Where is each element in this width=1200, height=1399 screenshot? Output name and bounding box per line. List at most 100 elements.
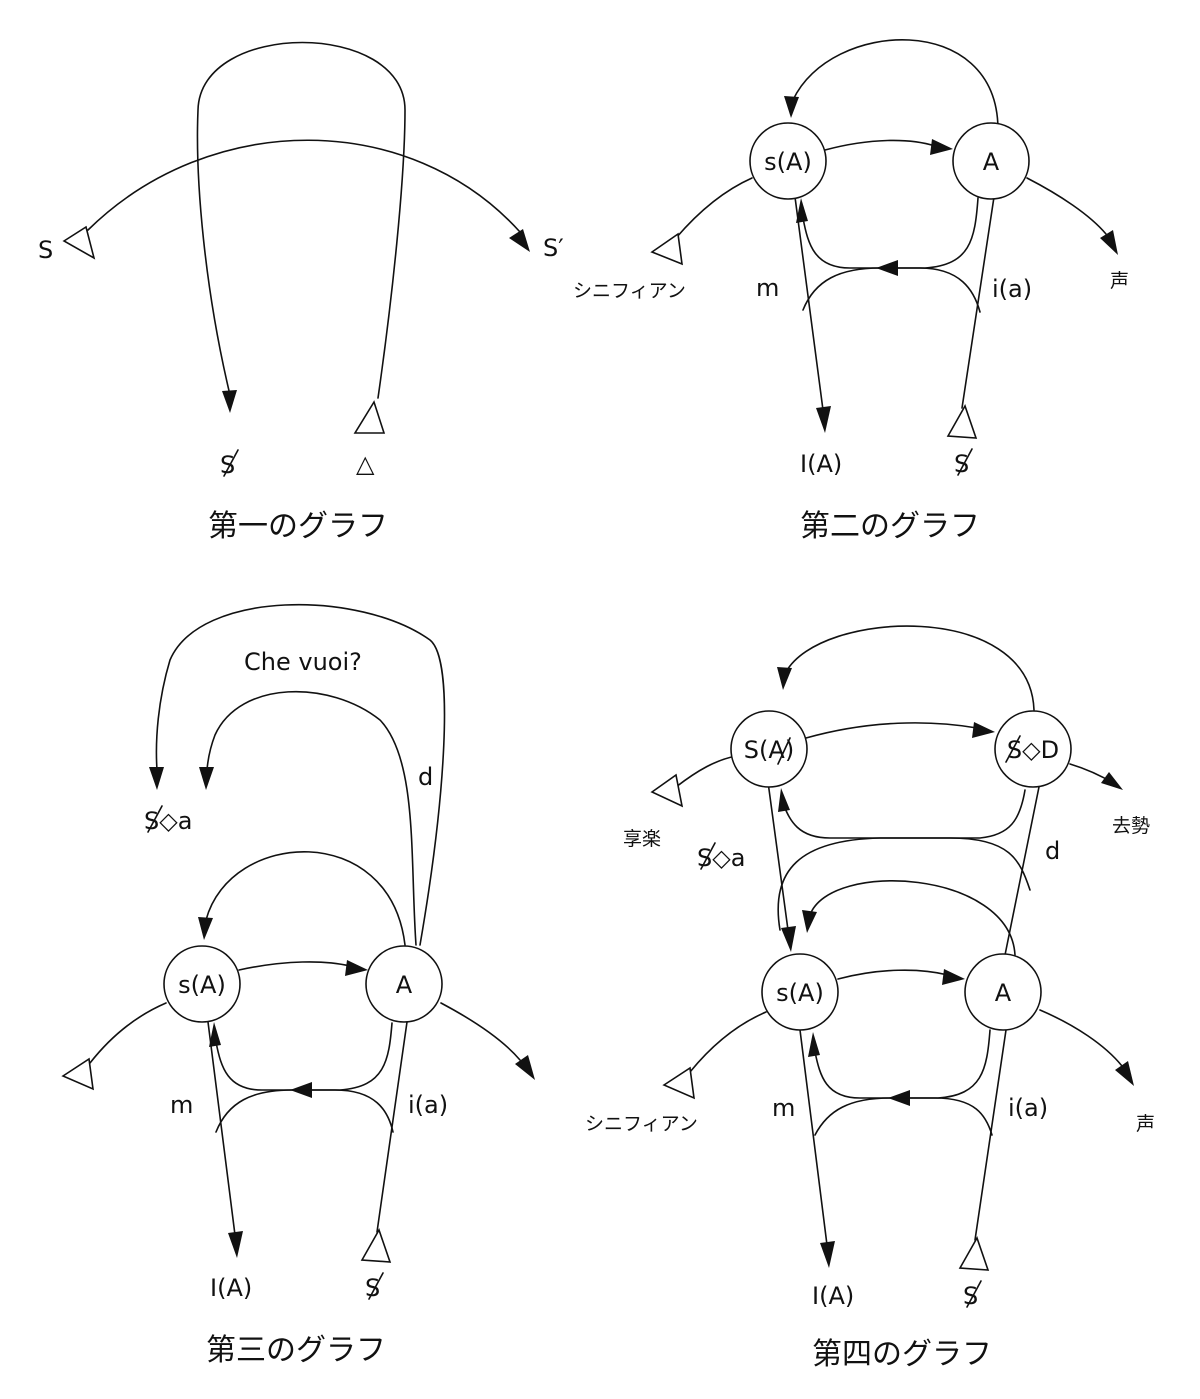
graph4-sA-to-A	[837, 969, 949, 980]
graph4-node-A	[964, 953, 1042, 1031]
graph3-d-loop	[206, 690, 417, 946]
graph3-m-line	[207, 1021, 236, 1236]
graph1-retroversion-loop	[196, 41, 406, 399]
graph4-node-sA-label: s(A)	[776, 979, 824, 1007]
graph4-node-S-barredA	[730, 710, 808, 788]
graph3-che-vuoi-arrowhead	[149, 767, 164, 790]
graph2-right-curve	[1026, 177, 1107, 235]
graph2-label-barred-S: S	[954, 450, 969, 478]
graph4-lower-loop	[809, 880, 1016, 956]
graph4-right-vertical	[1004, 781, 1041, 956]
graph2-top-loop	[792, 39, 999, 131]
graph4-node-drive	[994, 710, 1072, 788]
graph3-node-sA	[163, 945, 241, 1023]
graph3-label-i-a: i(a)	[408, 1091, 448, 1119]
graph2-node-sA-label: s(A)	[764, 148, 812, 176]
graph2-return-curve	[802, 197, 979, 269]
graph3-lower-curve	[215, 1089, 394, 1133]
graph4-label-castration: 去勢	[1112, 815, 1150, 837]
graph4-upper-return-arrowhead	[778, 788, 790, 812]
graph4-upper-arrow	[805, 722, 978, 739]
graph4-return-curve	[814, 1029, 991, 1099]
graph1-loop-arrowhead	[222, 390, 237, 413]
graph2-sA-to-A-arrowhead	[930, 139, 953, 155]
graph2-m-line	[794, 196, 824, 411]
graph4-lower-curve	[814, 1097, 993, 1136]
graph1-arc-arrowhead	[509, 229, 530, 252]
graph4-label-fantasy: S◇a	[697, 844, 745, 872]
graph3-sA-to-A	[238, 961, 351, 971]
graph4-fantasy-bar-stroke	[700, 842, 716, 870]
graph4-signifiant-triangle	[662, 1066, 695, 1100]
graph3-top-loop	[205, 851, 406, 946]
graph4-node-drive-label: S◇D	[1007, 736, 1059, 764]
graph4-label-signifiant: シニフィアン	[585, 1113, 698, 1135]
graph1-signifier-arc	[87, 139, 521, 233]
graph1-caption: 第一のグラフ	[208, 509, 388, 544]
graph3-left-curve	[89, 1002, 167, 1064]
graph1-label-delta: △	[356, 450, 375, 478]
graph3-right-arrowhead	[515, 1055, 535, 1080]
graph3-label-che-vuoi: Che vuoi?	[244, 648, 362, 676]
graph3-d-arrowhead	[199, 767, 214, 790]
graph3-return-arrowhead	[209, 1022, 221, 1047]
graph-two: s(A) A シニフィアン 声 m i(a) I(A) S 第二のグラフ	[573, 39, 1129, 544]
graph3-m-arrowhead	[228, 1231, 243, 1258]
graph2-voice-arrowhead	[1100, 230, 1118, 255]
graph3-barred-S-triangle	[360, 1228, 392, 1263]
graph2-m-arrowhead	[816, 406, 831, 433]
graph4-node-S-barredA-label: S(A)	[744, 736, 794, 764]
graph4-left-vertical-arrowhead	[781, 926, 796, 952]
graph4-signifiant-curve	[689, 1011, 767, 1073]
graph4-label-m: m	[772, 1094, 795, 1122]
graph1-bottom-triangle	[353, 400, 386, 434]
graph1-bar-stroke	[223, 449, 239, 477]
graph2-top-loop-arrowhead	[784, 96, 799, 118]
graph2-label-voice: 声	[1110, 270, 1129, 292]
graph4-bar-stroke	[966, 1280, 982, 1308]
graph4-label-d: d	[1045, 837, 1060, 865]
graph2-left-curve	[675, 177, 753, 239]
graph4-upper-arrowhead	[972, 722, 995, 738]
graph4-return-arrowhead	[808, 1032, 820, 1057]
graph4-label-I-A: I(A)	[812, 1282, 854, 1310]
graph4-left-vertical	[767, 781, 789, 931]
graph2-return-arrowhead	[796, 198, 808, 223]
graph4-middle-cross	[777, 837, 1031, 931]
graph2-node-A-label: A	[983, 148, 1000, 176]
graph4-jouissance-triangle	[650, 773, 684, 808]
graph4-top-loop-arrowhead	[777, 667, 792, 690]
graph2-bar-stroke	[957, 448, 973, 476]
graph3-start-triangle	[61, 1057, 94, 1091]
graph4-m-line	[799, 1029, 828, 1246]
graph2-right-vertical	[961, 196, 995, 409]
graph2-barred-S-triangle	[946, 404, 978, 439]
graph4-m-arrowhead	[820, 1241, 835, 1268]
graph2-label-m: m	[756, 274, 779, 302]
graph3-label-barred-S: S	[365, 1274, 380, 1302]
graph3-return-curve	[215, 1022, 393, 1091]
graph3-right-curve	[440, 1002, 521, 1061]
graph3-top-loop-arrowhead	[198, 917, 213, 940]
graph4-drive-bar-stroke	[1005, 735, 1021, 763]
graph2-label-I-A: I(A)	[800, 450, 842, 478]
graph1-label-S-prime: S′	[543, 234, 564, 262]
graph4-node-A-label: A	[995, 979, 1012, 1007]
graph4-caption: 第四のグラフ	[812, 1337, 992, 1372]
graph4-label-voice: 声	[1136, 1113, 1155, 1135]
graph-three: s(A) A Che vuoi? d S◇a m i(a) I(A) S 第三の…	[61, 603, 535, 1368]
graph3-che-vuoi-loop	[155, 603, 446, 946]
graph4-top-loop	[785, 625, 1035, 711]
graph4-jouissance-curve	[675, 755, 737, 788]
graph2-node-sA	[749, 122, 827, 200]
graph2-signifier-triangle	[650, 232, 683, 266]
graph2-lower-curve	[802, 267, 981, 313]
graph3-node-A	[365, 945, 443, 1023]
graph3-label-fantasy: S◇a	[144, 807, 192, 835]
graph4-upper-return	[783, 789, 1026, 839]
graph4-sA-to-A-arrowhead	[942, 969, 965, 985]
graph4-label-barred-S: S	[963, 1282, 978, 1310]
graph4-castration-arrowhead	[1101, 772, 1123, 790]
graph3-sA-to-A-arrowhead	[345, 960, 368, 976]
